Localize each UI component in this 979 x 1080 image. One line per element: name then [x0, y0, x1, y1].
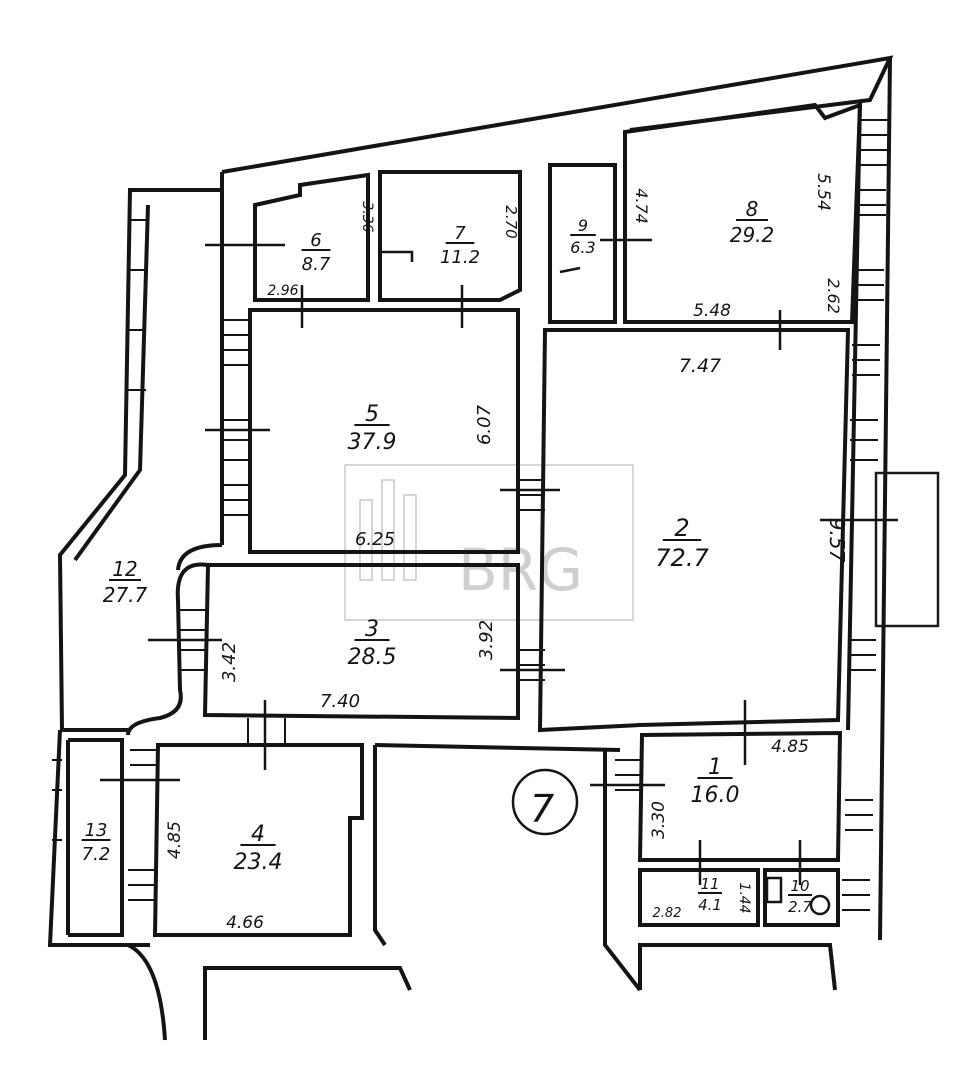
dimension-label: 4.74 [632, 188, 651, 224]
room-4 [152, 743, 364, 937]
dimension-label: 3.42 [219, 642, 240, 682]
room-label-2: 272.7 [655, 514, 709, 572]
room-number: 5 [365, 402, 379, 427]
room-area: 6.3 [570, 238, 595, 257]
room-area: 4.1 [698, 896, 722, 914]
room-label-5: 537.9 [348, 402, 397, 455]
room-9 [548, 163, 617, 324]
room-label-10: 102.7 [788, 877, 812, 916]
room-number: 12 [112, 557, 137, 581]
dimension-label: 3.92 [476, 620, 497, 660]
outer-walls [47, 55, 894, 1041]
room-10 [763, 868, 840, 927]
room-number: 4 [251, 822, 265, 847]
dimension-label: 9.57 [825, 518, 849, 563]
dimension-label: 4.85 [165, 821, 185, 859]
room-area: 27.7 [103, 583, 148, 607]
dimension-label: 4.66 [226, 913, 264, 933]
room-number: 8 [746, 197, 759, 221]
dimension-label: 5.48 [693, 301, 731, 321]
watermark: BRG [344, 464, 634, 621]
room-5 [248, 308, 520, 554]
room-number: 9 [578, 216, 588, 235]
dimension-label: 1.44 [736, 882, 752, 913]
room-labels: 116.0272.7328.5423.4537.968.7711.2829.29… [81, 197, 812, 916]
dimension-label: 2.82 [653, 906, 682, 921]
dimension-label: 2.62 [824, 278, 843, 314]
room-area: 29.2 [730, 223, 775, 247]
room-number: 1 [708, 755, 722, 780]
room-number: 11 [700, 875, 719, 893]
room-label-8: 829.2 [730, 197, 775, 247]
apartment-marker: 7 [511, 768, 579, 836]
dimension-label: 7.47 [679, 355, 721, 377]
room-label-9: 96.3 [570, 216, 596, 257]
room-area: 2.7 [788, 898, 812, 916]
dimension-label: 6.07 [474, 404, 495, 445]
dimension-label: 4.85 [771, 737, 809, 757]
room-number: 3 [365, 617, 379, 642]
room-label-7: 711.2 [440, 223, 480, 268]
right-bay [874, 471, 940, 628]
room-area: 23.4 [234, 850, 283, 875]
room-3 [126, 543, 520, 736]
room-label-6: 68.7 [301, 230, 331, 275]
room-label-4: 423.4 [234, 822, 283, 875]
dimension-label: 7.40 [320, 691, 360, 712]
dimension-label: 5.54 [813, 173, 833, 211]
room-8 [623, 102, 863, 324]
dimension-label: 2.96 [267, 283, 298, 299]
windows [52, 119, 888, 911]
room-label-13: 137.2 [81, 820, 111, 865]
room-label-11: 114.1 [698, 875, 722, 914]
dimension-labels: 7.47 9.57 4.85 3.30 6.07 6.25 3.92 7.40 3.42 4.85… [165, 173, 849, 933]
dimension-label: 2.70 [502, 205, 520, 238]
room-number: 6 [310, 230, 321, 251]
room-number: 2 [674, 514, 689, 542]
door-ticks [100, 238, 898, 885]
dimension-label: 6.25 [355, 529, 395, 550]
room-11 [638, 868, 760, 927]
room-1 [637, 730, 843, 862]
room-6 [253, 172, 370, 302]
room-area: 7.2 [82, 844, 111, 865]
room-area: 28.5 [348, 645, 397, 670]
room-number: 13 [85, 820, 108, 841]
room-area: 37.9 [348, 430, 397, 455]
watermark-text: BRG [458, 536, 583, 604]
apartment-number: 7 [530, 787, 554, 831]
room-13 [68, 738, 124, 937]
room-area: 72.7 [655, 544, 709, 572]
room-label-1: 116.0 [691, 755, 740, 808]
room-area: 8.7 [302, 254, 331, 275]
room-number: 7 [454, 223, 466, 244]
room-number: 10 [790, 877, 809, 895]
room-label-3: 328.5 [348, 617, 397, 670]
dimension-label: 3.30 [649, 801, 669, 839]
room-area: 11.2 [440, 247, 480, 268]
room-2 [537, 328, 851, 733]
room-area: 16.0 [691, 783, 740, 808]
room-7 [378, 170, 522, 302]
dimension-label: 3.36 [359, 201, 375, 232]
